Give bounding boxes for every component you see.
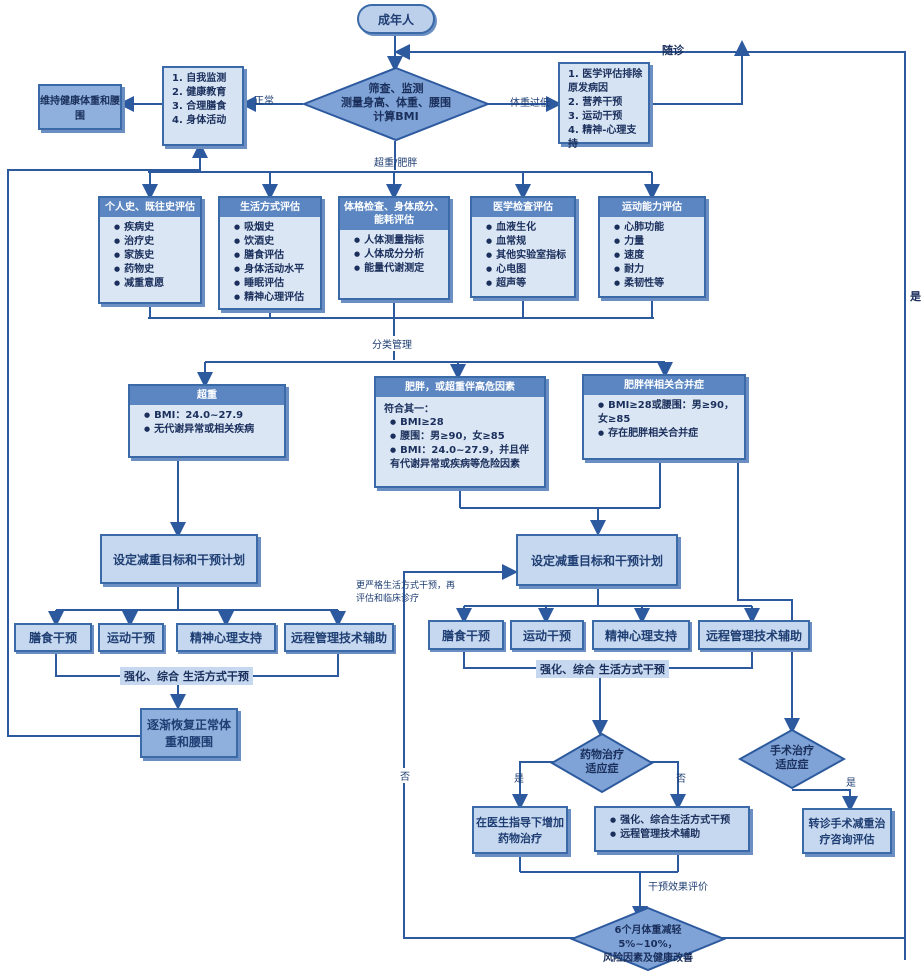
assess-physical: 体格检查、身体成分、能耗评估 人体测量指标 人体成分分析 能量代谢测定: [338, 196, 450, 300]
drug-diamond: [550, 732, 654, 794]
category-item: BMI：24.0~27.9: [144, 409, 278, 423]
overweight-label: 超重/肥胖: [374, 158, 418, 169]
intervention-exercise: 运动干预: [98, 623, 164, 652]
effect-label: 干预效果评价: [648, 882, 708, 893]
normal-item: 2. 健康教育: [172, 87, 227, 98]
intervention-diet-right: 膳食干预: [428, 620, 504, 650]
drug-question: 药物治疗 适应症: [580, 748, 624, 775]
assess-item: 人体测量指标: [354, 234, 442, 248]
stricter-label: 更严格生活方式干预，再评估和临床诊疗: [356, 581, 456, 604]
underweight-item: 4. 精神-心理支持: [568, 125, 637, 150]
screening-diamond: [302, 66, 490, 142]
goal-text: 6个月体重减轻5%~10%， 风险因素及健康改善: [603, 925, 693, 964]
surgery-yes-label: 是: [846, 778, 856, 789]
underweight-label: 体重过低: [510, 98, 550, 109]
category-item: 无代谢异常或相关疾病: [144, 423, 278, 437]
start-node: 成年人: [357, 4, 435, 34]
restore-box: 逐渐恢复正常体重和腰围: [140, 708, 238, 758]
assess-item: 柔韧性等: [614, 277, 698, 291]
assess-item: 精神心理评估: [234, 291, 314, 305]
assess-item: 心肺功能: [614, 221, 698, 235]
intervention-exercise-right: 运动干预: [510, 620, 584, 650]
category-item: 腰围：男≥90，女≥85: [390, 430, 538, 444]
assess-item: 人体成分分析: [354, 248, 442, 262]
assess-item: 其他实验室指标: [486, 249, 568, 263]
assess-item: 药物史: [114, 263, 194, 277]
normal-box: 1. 自我监测 2. 健康教育 3. 合理膳食 4. 身体活动: [162, 66, 244, 146]
intervention-diet: 膳食干预: [14, 623, 92, 652]
assess-item: 血常规: [486, 235, 568, 249]
followup-label: 随诊: [662, 44, 684, 57]
underweight-box: 1. 医学评估排除原发病因 2. 营养干预 3. 运动干预 4. 精神-心理支持: [558, 62, 650, 150]
assess-item: 饮酒史: [234, 235, 314, 249]
intervention-remote-right: 远程管理技术辅助: [698, 620, 810, 650]
surgery-diamond: [738, 728, 846, 790]
assess-item: 超声等: [486, 277, 568, 291]
underweight-item: 2. 营养干预: [568, 97, 623, 108]
assess-item: 家族史: [114, 249, 194, 263]
assess-exercise: 运动能力评估 心肺功能 力量 速度 耐力 柔韧性等: [598, 196, 706, 298]
intervention-mental-right: 精神心理支持: [592, 620, 690, 650]
strengthen-right: 强化、综合 生活方式干预: [536, 660, 669, 678]
assess-item: 速度: [614, 249, 698, 263]
assess-item: 膳食评估: [234, 249, 314, 263]
assess-item: 吸烟史: [234, 221, 314, 235]
underweight-item: 1. 医学评估排除原发病因: [568, 69, 643, 94]
surgery-question: 手术治疗 适应症: [770, 744, 814, 771]
surgery-referral-box: 转诊手术减重治疗咨询评估: [802, 808, 892, 854]
category-overweight: 超重 BMI：24.0~27.9 无代谢异常或相关疾病: [128, 384, 286, 458]
assess-item: 疾病史: [114, 221, 194, 235]
category-obese: 肥胖，或超重伴高危因素 符合其一： BMI≥28 腰围：男≥90，女≥85 BM…: [374, 376, 546, 488]
drug-add-box: 在医生指导下增加药物治疗: [472, 806, 568, 854]
normal-item: 3. 合理膳食: [172, 101, 227, 112]
assess-lifestyle: 生活方式评估 吸烟史 饮酒史 膳食评估 身体活动水平 睡眠评估 精神心理评估: [218, 196, 322, 310]
nodrug-item: 强化、综合生活方式干预: [610, 814, 742, 828]
normal-label: 正常: [254, 96, 274, 107]
plan-right: 设定减重目标和干预计划: [516, 534, 678, 586]
category-item: BMI≥28或腰围：男≥90，女≥85: [598, 399, 738, 427]
assess-item: 血液生化: [486, 221, 568, 235]
classify-label: 分类管理: [370, 336, 414, 351]
assess-item: 身体活动水平: [234, 263, 314, 277]
nodrug-box: 强化、综合生活方式干预 远程管理技术辅助: [594, 806, 750, 852]
assess-item: 睡眠评估: [234, 277, 314, 291]
assess-item: 能量代谢测定: [354, 262, 442, 276]
normal-item: 1. 自我监测: [172, 73, 227, 84]
assess-item: 心电图: [486, 263, 568, 277]
strengthen-left: 强化、综合 生活方式干预: [120, 667, 253, 685]
category-item: 存在肥胖相关合并症: [598, 427, 738, 441]
assess-item: 耐力: [614, 263, 698, 277]
intervention-mental: 精神心理支持: [176, 623, 276, 652]
screening-text: 筛查、监测 测量身高、体重、腰围 计算BMI: [341, 82, 451, 123]
category-item: BMI：24.0~27.9，并且伴有代谢异常或疾病等危险因素: [390, 444, 538, 472]
intervention-remote: 远程管理技术辅助: [284, 623, 394, 652]
goal-diamond: [570, 906, 726, 972]
left-no-label: 否: [400, 768, 410, 783]
yes-right-label: 是: [910, 290, 921, 303]
maintain-box: 维持健康体重和腰围: [38, 84, 122, 130]
assess-item: 治疗史: [114, 235, 194, 249]
drug-yes-label: 是: [514, 774, 524, 785]
normal-item: 4. 身体活动: [172, 115, 227, 126]
assess-item: 力量: [614, 235, 698, 249]
plan-left: 设定减重目标和干预计划: [100, 534, 258, 584]
nodrug-item: 远程管理技术辅助: [610, 828, 742, 842]
assess-medical: 医学检查评估 血液生化 血常规 其他实验室指标 心电图 超声等: [470, 196, 576, 298]
assess-item: 减重意愿: [114, 277, 194, 291]
category-complications: 肥胖伴相关合并症 BMI≥28或腰围：男≥90，女≥85 存在肥胖相关合并症: [582, 374, 746, 460]
underweight-item: 3. 运动干预: [568, 111, 623, 122]
drug-no-label: 否: [676, 774, 686, 785]
category-item: BMI≥28: [390, 416, 538, 430]
assess-history: 个人史、既往史评估 疾病史 治疗史 家族史 药物史 减重意愿: [98, 196, 202, 304]
